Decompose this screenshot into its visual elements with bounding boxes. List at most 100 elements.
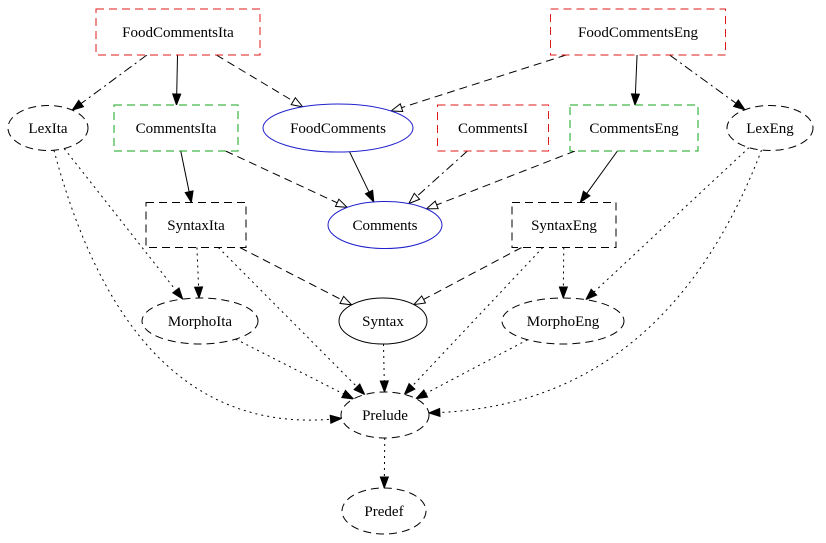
edge-line xyxy=(593,147,750,293)
filled-arrowhead-icon xyxy=(184,190,194,204)
filled-arrowhead-icon xyxy=(329,414,343,425)
node-FoodComments: FoodComments xyxy=(262,103,414,153)
node-label: MorphoIta xyxy=(168,314,232,330)
node-Prelude: Prelude xyxy=(340,391,430,439)
edge-FoodCommentsIta-CommentsIta xyxy=(172,54,182,107)
filled-arrowhead-icon xyxy=(579,190,591,204)
edge-FoodComments-Comments xyxy=(349,151,375,204)
node-box-shape xyxy=(145,202,247,248)
node-label: CommentsI xyxy=(458,121,528,137)
open-arrowhead-icon xyxy=(339,295,353,306)
node-label: SyntaxEng xyxy=(531,218,597,234)
edge-line xyxy=(416,150,468,197)
edge-LexEng-MorphoEng xyxy=(584,147,750,301)
node-box-shape xyxy=(550,8,726,56)
node-ellipse-shape xyxy=(501,297,625,345)
filled-arrowhead-icon xyxy=(341,389,355,400)
edge-SyntaxIta-Syntax xyxy=(239,247,353,306)
edge-line xyxy=(382,343,385,382)
edge-Syntax-Prelude xyxy=(379,343,389,394)
filled-arrowhead-icon xyxy=(171,287,184,301)
open-arrowhead-icon xyxy=(334,198,349,209)
edge-FoodCommentsEng-CommentsEng xyxy=(630,54,641,107)
filled-arrowhead-icon xyxy=(364,189,375,204)
node-label: FoodCommentsEng xyxy=(578,25,699,41)
edge-line xyxy=(235,338,344,395)
node-label: CommentsEng xyxy=(589,121,679,137)
node-ellipse-shape xyxy=(340,391,430,439)
filled-arrowhead-icon xyxy=(414,389,429,400)
edge-line xyxy=(349,151,370,193)
node-box-shape xyxy=(95,8,261,56)
edge-line xyxy=(423,247,522,300)
filled-arrowhead-icon xyxy=(630,93,641,107)
edge-LexEng-Prelude xyxy=(427,149,763,418)
node-Predef: Predef xyxy=(341,487,427,535)
edge-line xyxy=(439,149,763,413)
filled-arrowhead-icon xyxy=(584,288,598,301)
node-box-shape xyxy=(113,104,239,152)
edge-CommentsEng-Comments xyxy=(425,150,576,210)
node-SyntaxEng: SyntaxEng xyxy=(511,202,617,248)
open-arrowhead-icon xyxy=(407,192,421,205)
node-ellipse-shape xyxy=(141,297,259,345)
node-CommentsI: CommentsI xyxy=(437,104,549,152)
node-ellipse-shape xyxy=(327,201,443,249)
node-label: Comments xyxy=(352,218,417,234)
filled-arrowhead-icon xyxy=(379,476,390,490)
edge-SyntaxIta-Prelude xyxy=(218,247,366,396)
edge-line xyxy=(239,247,343,301)
filled-arrowhead-icon xyxy=(353,383,366,396)
edge-line xyxy=(196,247,200,288)
edge-line xyxy=(225,150,338,204)
node-MorphoIta: MorphoIta xyxy=(141,297,259,345)
node-ellipse-shape xyxy=(341,487,427,535)
filled-arrowhead-icon xyxy=(403,382,416,396)
node-label: Predef xyxy=(364,504,403,520)
filled-arrowhead-icon xyxy=(193,286,204,300)
edge-FoodCommentsIta-FoodComments xyxy=(216,54,304,108)
open-arrowhead-icon xyxy=(425,200,439,210)
node-Syntax: Syntax xyxy=(338,297,428,345)
edge-line xyxy=(176,54,179,95)
edge-line xyxy=(401,54,567,109)
edge-FoodCommentsIta-LexIta xyxy=(71,54,148,111)
node-LexEng: LexEng xyxy=(726,105,814,151)
edge-line xyxy=(436,150,576,206)
node-CommentsEng: CommentsEng xyxy=(569,104,699,152)
open-arrowhead-icon xyxy=(389,103,404,113)
edge-line xyxy=(80,54,148,104)
open-arrowhead-icon xyxy=(412,295,427,306)
filled-arrowhead-icon xyxy=(732,99,747,111)
edge-CommentsIta-SyntaxIta xyxy=(180,150,194,204)
edge-FoodCommentsEng-FoodComments xyxy=(389,54,567,113)
edge-LexIta-MorphoIta xyxy=(63,148,184,301)
edge-CommentsI-Comments xyxy=(407,150,468,205)
edge-line xyxy=(63,148,177,291)
edge-line xyxy=(216,54,294,102)
edge-MorphoIta-Prelude xyxy=(235,338,355,400)
edge-line xyxy=(669,54,737,104)
node-MorphoEng: MorphoEng xyxy=(501,297,625,345)
edge-Prelude-Predef xyxy=(379,437,390,490)
node-label: LexEng xyxy=(746,121,794,137)
edge-SyntaxEng-Prelude xyxy=(403,247,544,396)
node-label: FoodCommentsIta xyxy=(122,25,234,41)
edge-line xyxy=(218,247,358,388)
node-ellipse-shape xyxy=(7,105,89,151)
node-label: Syntax xyxy=(362,314,404,330)
edge-layer xyxy=(53,54,763,490)
node-ellipse-shape xyxy=(262,103,414,153)
node-FoodCommentsEng: FoodCommentsEng xyxy=(550,8,726,56)
edge-MorphoEng-Prelude xyxy=(414,339,528,400)
edge-CommentsEng-SyntaxEng xyxy=(579,150,618,204)
node-box-shape xyxy=(511,202,617,248)
node-label: SyntaxIta xyxy=(167,218,225,234)
node-label: FoodComments xyxy=(290,121,386,137)
filled-arrowhead-icon xyxy=(172,93,182,107)
edge-CommentsIta-Comments xyxy=(225,150,349,209)
edge-line xyxy=(180,150,190,192)
